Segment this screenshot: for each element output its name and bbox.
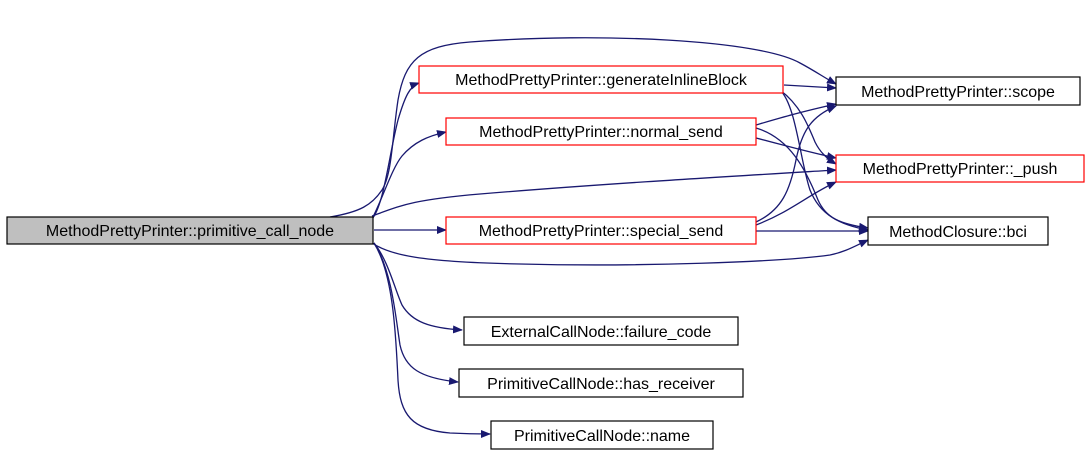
node-bci[interactable]: MethodClosure::bci [867,216,1049,246]
node-label-name: PrimitiveCallNode::name [514,428,690,445]
edge-special-send-to-scope [755,105,837,223]
node-label-generate-inline-block: MethodPrettyPrinter::generateInlineBlock [455,72,748,89]
node-generate-inline-block[interactable]: MethodPrettyPrinter::generateInlineBlock [418,65,784,94]
node-has-receiver[interactable]: PrimitiveCallNode::has_receiver [458,368,744,398]
node-label-push: MethodPrettyPrinter::_push [863,161,1058,178]
node-name[interactable]: PrimitiveCallNode::name [490,420,714,450]
edge-normal-send-to-push [755,137,837,160]
node-label-bci: MethodClosure::bci [889,224,1027,241]
node-label-normal-send: MethodPrettyPrinter::normal_send [479,124,723,141]
node-push[interactable]: MethodPrettyPrinter::_push [835,154,1085,183]
node-normal-send[interactable]: MethodPrettyPrinter::normal_send [445,117,757,146]
edge-normal-send-to-bci [755,127,869,231]
edge-root-to-has-receiver [373,242,459,386]
edge-root-to-push [371,166,837,217]
edges-layer [329,37,869,438]
edge-normal-send-to-scope [755,102,837,126]
nodes-layer: MethodPrettyPrinter::primitive_call_node… [6,65,1085,450]
node-special-send[interactable]: MethodPrettyPrinter::special_send [445,216,757,245]
node-label-special-send: MethodPrettyPrinter::special_send [479,223,724,240]
edge-generate-inline-block-to-scope [783,83,837,92]
edge-root-to-name [373,242,491,438]
node-label-failure-code: ExternalCallNode::failure_code [491,324,712,341]
edge-root-to-scope [329,37,837,218]
edge-special-send-to-push [755,181,837,226]
node-failure-code[interactable]: ExternalCallNode::failure_code [463,316,739,346]
edge-root-to-normal-send [371,130,447,220]
node-label-scope: MethodPrettyPrinter::scope [861,84,1055,101]
node-primitive-call-node[interactable]: MethodPrettyPrinter::primitive_call_node [6,216,374,245]
node-label-primitive-call-node: MethodPrettyPrinter::primitive_call_node [46,223,334,240]
node-scope[interactable]: MethodPrettyPrinter::scope [835,76,1081,106]
node-label-has-receiver: PrimitiveCallNode::has_receiver [487,376,715,393]
edge-root-to-bci [371,239,869,266]
edge-root-to-failure-code [373,242,463,334]
edge-root-to-generate-inline-block [371,82,420,220]
